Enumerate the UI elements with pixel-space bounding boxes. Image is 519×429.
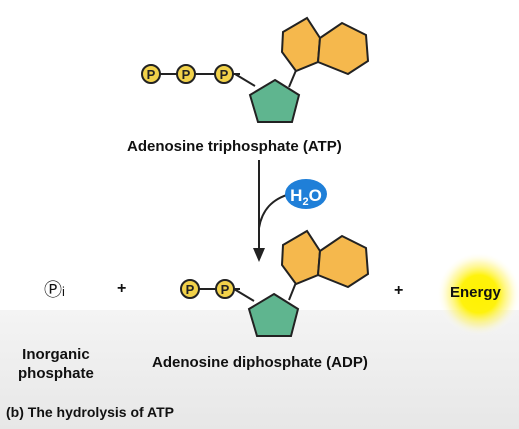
phosphate-symbol: P [182,67,191,82]
adp-molecule: P P [180,229,370,337]
phosphate-circle [214,64,234,84]
inorganic-label-line1: Inorganic [22,346,90,363]
ribose-pentagon [248,78,301,123]
phosphate-circle [215,279,235,299]
inorganic-phosphate-label: Inorganic phosphate [18,345,94,383]
energy-label: Energy [450,284,501,301]
figure-caption: (b) The hydrolysis of ATP [6,404,175,420]
ribose-pentagon [247,292,300,337]
phosphate-symbol: P [220,67,229,82]
adp-bond-to-ribose [233,288,255,302]
water-bubble [285,179,327,209]
atp-bond-to-ribose [234,73,256,87]
phosphate-circle [180,279,200,299]
inorganic-phosphate-symbol: Ⓟi [44,280,65,300]
plus-sign: + [117,280,127,297]
phosphate-circle [141,64,161,84]
plus-sign: + [394,282,404,299]
water-formula: H2O [290,186,322,208]
base-pentagon [280,229,322,286]
phosphate-symbol: P [147,67,156,82]
reaction-arrow: H2O [253,160,327,262]
phosphate-symbol: P [186,282,195,297]
inorganic-label-line2: phosphate [18,365,94,382]
base-hexagon [316,21,370,76]
water-input-curve [258,193,291,229]
energy-glow [437,252,519,336]
phosphate-circle [176,64,196,84]
phosphate-symbol: P [221,282,230,297]
base-hexagon [316,234,370,289]
atp-molecule: P P P [141,16,370,123]
adp-label: Adenosine diphosphate (ADP) [152,354,368,371]
atp-label: Adenosine triphosphate (ATP) [127,138,342,155]
base-pentagon [280,16,322,73]
arrow-head [253,248,265,262]
